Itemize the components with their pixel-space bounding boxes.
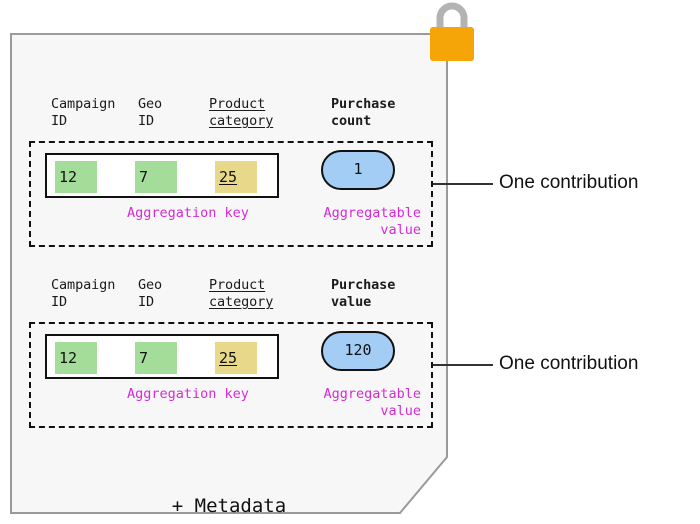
- caption-aggregatable-value-2: Aggregatable value: [323, 386, 421, 419]
- header-metric: Purchase count: [331, 96, 396, 129]
- column-headers-2: Campaign ID Geo ID Product category Purc…: [51, 277, 433, 322]
- contribution-group-2: Campaign ID Geo ID Product category Purc…: [29, 277, 433, 428]
- header-product-category: Product category: [209, 277, 274, 310]
- callout-label-2: One contribution: [499, 353, 639, 374]
- contribution-boundary-2: 12 7 25 120 Aggregation key Aggregatable…: [29, 322, 433, 428]
- header-metric: Purchase value: [331, 277, 396, 310]
- key-chip-geo-id: 7: [135, 342, 177, 374]
- aggregation-key-box-2: 12 7 25: [45, 334, 279, 379]
- key-chip-product-category: 25: [215, 342, 257, 374]
- header-geo-id: Geo ID: [138, 277, 163, 310]
- key-chip-campaign-id: 12: [55, 161, 97, 193]
- header-campaign-id: Campaign ID: [51, 96, 116, 129]
- aggregatable-value-pill-1: 1: [321, 150, 395, 190]
- contribution-group-1: Campaign ID Geo ID Product category Purc…: [29, 96, 433, 247]
- key-chip-campaign-id: 12: [55, 342, 97, 374]
- header-product-category: Product category: [209, 96, 274, 129]
- caption-aggregation-key-2: Aggregation key: [127, 386, 249, 402]
- header-geo-id: Geo ID: [138, 96, 163, 129]
- column-headers-1: Campaign ID Geo ID Product category Purc…: [51, 96, 433, 141]
- callout-leader-line-2: [433, 364, 493, 366]
- callout-label-1: One contribution: [499, 172, 639, 193]
- callout-leader-line-1: [433, 183, 493, 185]
- aggregation-key-box-1: 12 7 25: [45, 153, 279, 198]
- metadata-label: + Metadata: [171, 495, 287, 517]
- caption-aggregation-key-1: Aggregation key: [127, 205, 249, 221]
- header-campaign-id: Campaign ID: [51, 277, 116, 310]
- aggregatable-value-pill-2: 120: [321, 331, 395, 371]
- key-chip-geo-id: 7: [135, 161, 177, 193]
- key-chip-product-category: 25: [215, 161, 257, 193]
- card-footer-layer: + Metadata: [10, 33, 448, 517]
- caption-aggregatable-value-1: Aggregatable value: [323, 205, 421, 238]
- contribution-boundary-1: 12 7 25 1 Aggregation key Aggregatable v…: [29, 141, 433, 247]
- padlock-icon: [430, 2, 474, 61]
